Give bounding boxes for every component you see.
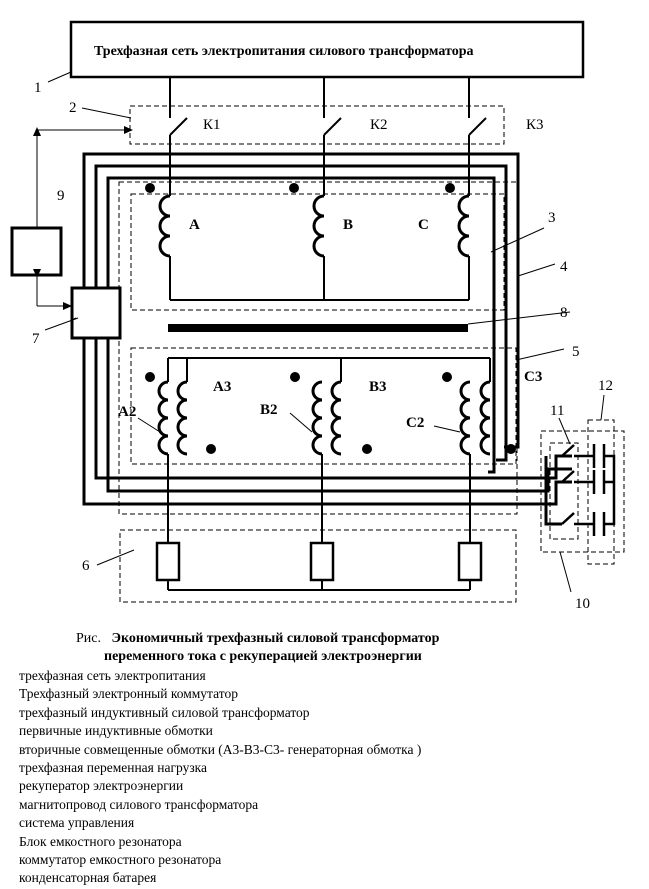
switch-label-k1: К1 [203, 117, 221, 133]
legend-item: трехфазная сеть электропитания [19, 668, 206, 683]
callout-leaders [44, 71, 605, 593]
primary-label-b: В [343, 217, 353, 233]
secondary-coils [145, 357, 516, 545]
commutator-box [129, 105, 505, 145]
primary-coils [145, 183, 471, 301]
callout-5: 5 [572, 344, 580, 360]
generator-label-a3: А3 [213, 379, 231, 395]
caption-line1: Экономичный трехфазный силовой трансформ… [111, 631, 440, 646]
recuperator-arrows [33, 126, 133, 310]
capacitor-bank-box [587, 419, 615, 565]
primary-box [130, 193, 505, 311]
figure-caption: Рис. Экономичный трехфазный силовой тран… [0, 630, 600, 666]
winding-labels: А В С А2 В2 С2 А3 В3 С3 [118, 217, 542, 431]
callout-7: 7 [32, 331, 40, 347]
legend-item: рекуператор электроэнергии [19, 778, 184, 794]
load-box [119, 529, 517, 603]
switch-labels: К1 К2 К3 [203, 117, 544, 133]
resonator-feed [544, 456, 562, 526]
primary-label-a: А [189, 217, 200, 233]
legend-list: трехфазная сеть электропитания Трехфазны… [19, 667, 421, 888]
recuperator-box [10, 226, 63, 277]
capacitive-resonator-box [540, 430, 625, 553]
legend-item: конденсаторная батарея [19, 870, 157, 886]
legend-item: Трехфазный электронный коммутатор [19, 686, 238, 702]
secondary-label-b2: В2 [260, 402, 278, 418]
callout-3: 3 [548, 210, 556, 226]
generator-label-c3: С3 [524, 369, 542, 385]
secondary-box [130, 347, 517, 465]
network-box-title: Трехфазная сеть электропитания силового … [94, 44, 473, 59]
legend-item: магнитопровод силового трансформатора [19, 796, 259, 812]
legend-item: система управления [19, 815, 135, 831]
control-system-box [70, 286, 122, 340]
load-resistors [155, 541, 483, 582]
legend-item: коммутатор емкостного резонатора [19, 852, 222, 868]
legend-item: трехфазный индуктивный силовой трансформ… [19, 704, 310, 720]
callout-numbers: 1 2 3 4 5 6 7 8 9 10 11 12 [32, 80, 613, 612]
secondary-label-c2: С2 [406, 415, 424, 431]
secondary-label-a2: А2 [118, 404, 136, 420]
callout-6: 6 [82, 558, 90, 574]
legend-item: первичные индуктивные обмотки [19, 723, 213, 739]
legend-item: Блок емкостного резонатора [19, 833, 182, 849]
phase-lines-top [169, 77, 470, 118]
callout-4: 4 [560, 259, 568, 275]
callout-8: 8 [560, 305, 568, 321]
resonator-switch-box [549, 442, 579, 540]
magnetic-core [168, 324, 468, 332]
switch-label-k3: К3 [526, 117, 544, 133]
callout-1: 1 [34, 80, 42, 96]
switch-label-k2: К2 [370, 117, 388, 133]
recuperator-link [36, 129, 130, 307]
primary-label-c: С [418, 217, 429, 233]
caption-line2: переменного тока с рекуперацией электроэ… [104, 649, 422, 664]
legend-item: трехфазная переменная нагрузка [19, 760, 208, 776]
load-bus [167, 580, 471, 591]
callout-9: 9 [57, 188, 65, 204]
capacitor-circuit [561, 444, 616, 536]
transformer-box [118, 181, 518, 515]
callout-12: 12 [598, 378, 613, 394]
callout-10: 10 [575, 596, 590, 612]
callout-2: 2 [69, 100, 77, 116]
caption-prefix: Рис. [76, 631, 101, 646]
callout-11: 11 [550, 403, 564, 419]
generator-label-b3: В3 [369, 379, 387, 395]
legend-item: вторичные совмещенные обмотки (А3-В3-С3-… [19, 741, 422, 757]
transformer-schematic: Трехфазная сеть электропитания силового … [10, 20, 625, 612]
network-box: Трехфазная сеть электропитания силового … [69, 20, 585, 79]
